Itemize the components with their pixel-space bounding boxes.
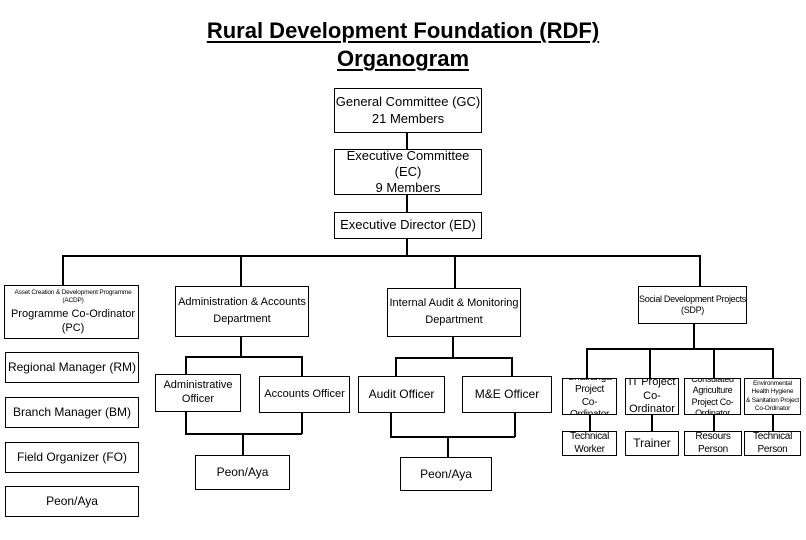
technical-worker-label: Technical Worker xyxy=(570,431,609,455)
connector-line xyxy=(395,357,397,376)
peon-aya-acdp-label: Peon/Aya xyxy=(46,494,98,508)
admin-accounts-dept-line2: Department xyxy=(213,313,271,325)
executive-director-label: Executive Director (ED) xyxy=(340,217,476,233)
technical-worker-box: Technical Worker xyxy=(562,431,617,456)
general-committee-label: General Committee (GC) xyxy=(335,94,481,110)
environmental-coordinator-line2: & Sanitation Project Co-Ordinator xyxy=(745,396,800,412)
connector-line xyxy=(406,238,408,256)
branch-manager-label: Branch Manager (BM) xyxy=(12,405,132,419)
connector-line xyxy=(240,255,242,286)
general-committee-box: General Committee (GC) 21 Members xyxy=(334,88,482,133)
shatranga-coordinator-line2: Co-Ordinator xyxy=(570,396,609,415)
environmental-coordinator-box: Environmental Health Hygiene & Sanitatio… xyxy=(744,378,801,415)
connector-line xyxy=(395,357,512,359)
agriculture-coordinator-box: Consulated Agriculture Project Co-Ordina… xyxy=(684,378,741,415)
connector-line xyxy=(772,415,774,431)
audit-monitoring-dept-line2: Department xyxy=(425,314,483,326)
programme-coordinator-label: Programme Co-Ordinator (PC) xyxy=(10,307,136,334)
audit-officer-label: Audit Officer xyxy=(368,387,435,401)
it-project-coordinator-line2: Co-Ordinator xyxy=(629,389,675,415)
regional-manager-label: Regional Manager (RM) xyxy=(7,360,137,374)
audit-officer-box: Audit Officer xyxy=(358,376,445,413)
connector-line xyxy=(390,413,392,437)
connector-line xyxy=(62,255,700,257)
regional-manager-box: Regional Manager (RM) xyxy=(5,352,139,383)
connector-line xyxy=(693,324,695,349)
connector-line xyxy=(185,411,187,434)
connector-line xyxy=(185,356,302,358)
audit-monitoring-dept-line1: Internal Audit & Monitoring xyxy=(389,297,519,310)
connector-line xyxy=(406,132,408,149)
technical-person-box: Technical Person xyxy=(744,431,801,456)
accounts-officer-box: Accounts Officer xyxy=(259,376,350,413)
connector-line xyxy=(301,413,303,434)
peon-aya-admin-box: Peon/Aya xyxy=(195,455,290,490)
connector-line xyxy=(240,337,242,357)
acdp-box: Asset Creation & Development Programme (… xyxy=(4,285,139,339)
admin-accounts-dept-line1: Administration & Accounts xyxy=(178,296,306,309)
executive-committee-members: 9 Members xyxy=(375,180,441,195)
field-organizer-label: Field Organizer (FO) xyxy=(16,450,128,464)
peon-aya-audit-label: Peon/Aya xyxy=(420,466,472,481)
shatranga-coordinator-box: Shatranga Project Co-Ordinator xyxy=(562,378,617,415)
sdp-label: Social Development Projects (SDP) xyxy=(639,293,746,315)
agriculture-coordinator-line1: Consulated Agriculture xyxy=(691,378,734,396)
connector-line xyxy=(406,195,408,212)
connector-line xyxy=(589,415,591,431)
diagram-title: Rural Development Foundation (RDF) xyxy=(206,18,600,43)
branch-manager-box: Branch Manager (BM) xyxy=(5,397,139,428)
connector-line xyxy=(772,348,774,378)
peon-aya-admin-label: Peon/Aya xyxy=(216,465,269,479)
it-project-coordinator-box: IT Project Co-Ordinator xyxy=(625,378,679,415)
acdp-programme-name: Asset Creation & Development Programme (… xyxy=(14,288,132,304)
administrative-officer-label: Administrative Officer xyxy=(163,379,233,405)
technical-person-label: Technical Person xyxy=(753,431,792,455)
connector-line xyxy=(62,255,64,285)
trainer-box: Trainer xyxy=(625,431,679,456)
it-project-coordinator-line1: IT Project xyxy=(628,378,676,388)
trainer-label: Trainer xyxy=(633,436,671,450)
me-officer-label: M&E Officer xyxy=(474,387,540,401)
audit-monitoring-dept-box: Internal Audit & Monitoring Department xyxy=(387,288,521,337)
administrative-officer-box: Administrative Officer xyxy=(155,374,241,412)
connector-line xyxy=(185,433,302,435)
connector-line xyxy=(713,348,715,378)
peon-aya-audit-box: Peon/Aya xyxy=(400,457,492,491)
connector-line xyxy=(713,415,715,431)
executive-committee-label: Executive Committee (EC) xyxy=(346,149,470,179)
connector-line xyxy=(586,348,773,350)
connector-line xyxy=(699,255,701,286)
me-officer-box: M&E Officer xyxy=(462,376,552,413)
connector-line xyxy=(651,415,653,431)
agriculture-coordinator-line2: Project Co-Ordinator xyxy=(691,396,734,415)
connector-line xyxy=(454,255,456,288)
resource-person-box: Resours Person xyxy=(684,431,742,456)
shatranga-coordinator-line1: Shatranga Project xyxy=(568,379,612,395)
resource-person-label: Resours Person xyxy=(695,431,731,455)
connector-line xyxy=(649,348,651,378)
connector-line xyxy=(514,413,516,437)
connector-line xyxy=(586,348,588,378)
connector-line xyxy=(511,357,513,376)
connector-line xyxy=(452,337,454,358)
field-organizer-box: Field Organizer (FO) xyxy=(5,442,139,473)
connector-line xyxy=(447,436,449,457)
connector-line xyxy=(301,356,303,376)
admin-accounts-dept-box: Administration & Accounts Department xyxy=(175,286,309,337)
sdp-box: Social Development Projects (SDP) xyxy=(638,286,747,324)
executive-director-box: Executive Director (ED) xyxy=(334,212,482,239)
general-committee-members: 21 Members xyxy=(371,110,445,126)
connector-line xyxy=(185,356,187,374)
executive-committee-box: Executive Committee (EC) 9 Members xyxy=(334,149,482,195)
peon-aya-acdp-box: Peon/Aya xyxy=(5,486,139,517)
environmental-coordinator-line1: Environmental Health Hygiene xyxy=(751,380,794,396)
connector-line xyxy=(390,436,515,438)
diagram-subtitle: Organogram xyxy=(336,46,470,71)
accounts-officer-label: Accounts Officer xyxy=(264,387,345,400)
connector-line xyxy=(242,433,244,455)
